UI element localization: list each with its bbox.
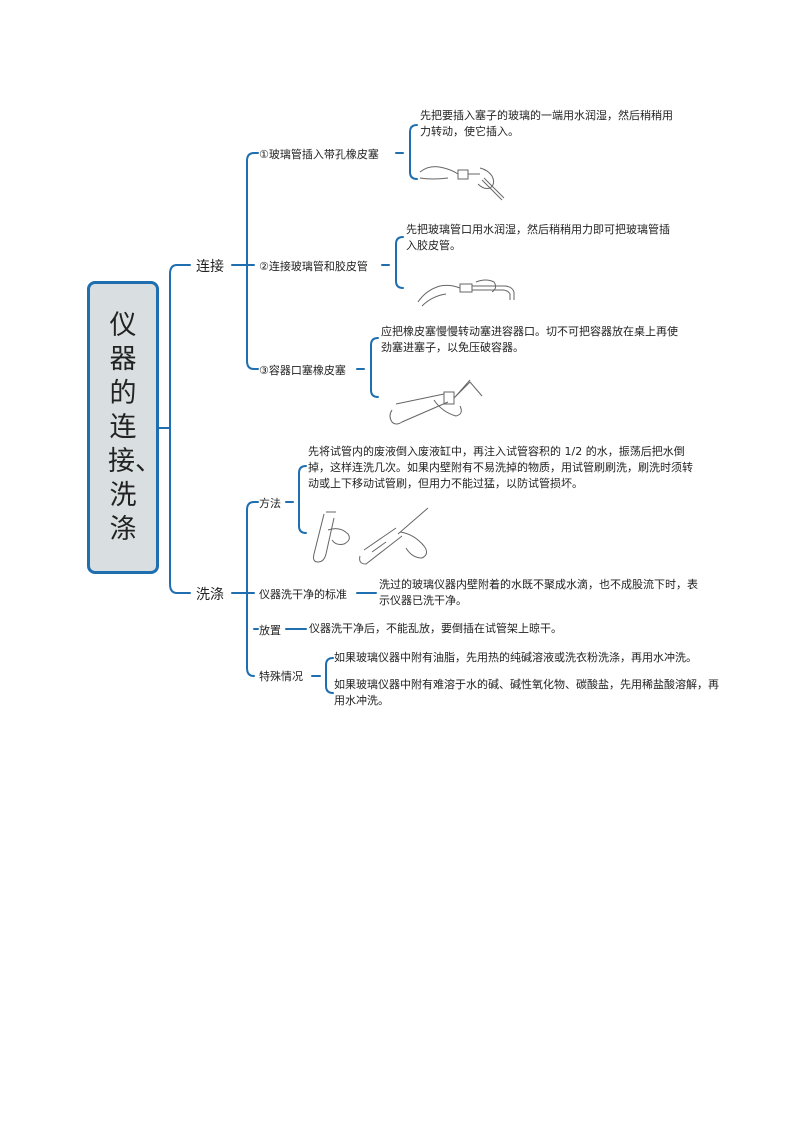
connect-item-2-label: ②连接玻璃管和胶皮管 xyxy=(259,260,368,273)
wash-special-note-2: 如果玻璃仪器中附有难溶于水的碱、碱性氧化物、碳酸盐，先用稀盐酸溶解，再用水冲洗。 xyxy=(334,678,719,707)
root-node: 仪器的连接、洗涤 xyxy=(87,281,162,574)
connect-item-1-label: ①玻璃管插入带孔橡皮塞 xyxy=(259,148,379,161)
wash-method-label: 方法 xyxy=(259,497,281,510)
connect-item-3-label: ③容器口塞橡皮塞 xyxy=(259,364,346,377)
insert-tube-illustration xyxy=(419,166,505,201)
wash-placement-note: 仪器洗干净后，不能乱放，要倒插在试管架上晾干。 xyxy=(309,622,562,635)
wash-special-note-1: 如果玻璃仪器中附有油脂，先用热的纯碱溶液或洗衣粉洗涤，再用水冲洗。 xyxy=(334,651,697,664)
branch-connect-label: 连接 xyxy=(196,259,224,275)
stopper-illustration xyxy=(389,379,483,425)
tube-hose-illustration xyxy=(417,279,515,307)
wash-special-label: 特殊情况 xyxy=(259,670,303,683)
root-title: 仪器的连接、洗涤 xyxy=(108,309,162,545)
wash-standard-note: 洗过的玻璃仪器内壁附着的水既不聚成水滴，也不成股流下时，表示仪器已洗干净。 xyxy=(379,578,698,607)
connect-item-3-note: 应把橡皮塞慢慢转动塞进容器口。切不可把容器放在桌上再使劲塞进塞子，以免压破容器。 xyxy=(381,325,678,354)
connect-item-1-note: 先把要插入塞子的玻璃的一端用水润湿，然后稍稍用力转动，使它插入。 xyxy=(420,109,673,138)
test-tube-brush-illustration xyxy=(359,507,429,565)
wash-placement-label: 放置 xyxy=(259,624,281,637)
wash-method-note: 先将试管内的废液倒入废液缸中，再注入试管容积的 1/2 的水，振荡后把水倒掉，这… xyxy=(308,445,693,490)
wash-standard-label: 仪器洗干净的标准 xyxy=(259,588,347,601)
connect-item-2-note: 先把玻璃管口用水润湿，然后稍稍用力即可把玻璃管插入胶皮管。 xyxy=(406,223,670,252)
test-tube-shake-illustration xyxy=(313,511,350,563)
branch-wash-label: 洗涤 xyxy=(196,587,224,603)
